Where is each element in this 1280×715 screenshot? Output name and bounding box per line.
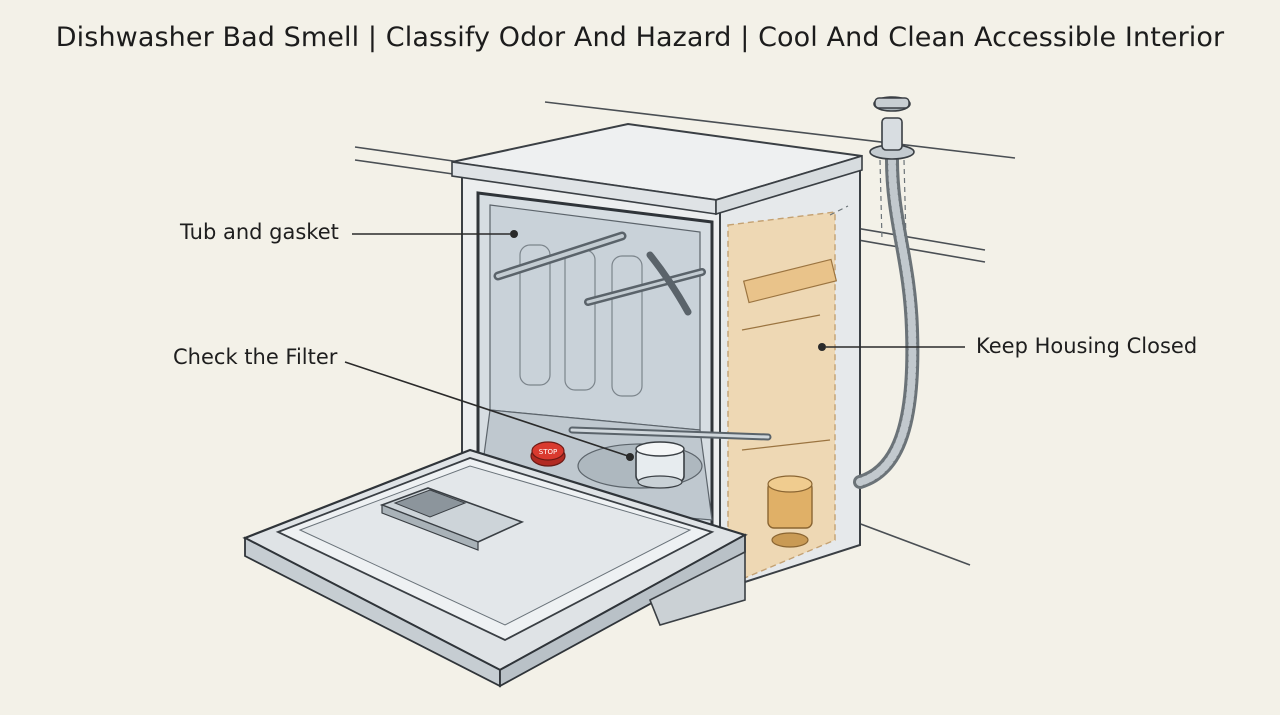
- callout-check-filter: Check the Filter: [173, 345, 338, 369]
- stop-button: STOP: [530, 441, 566, 467]
- housing-highlight: [727, 211, 838, 587]
- callout-leaders: [344, 230, 965, 461]
- page-title: Dishwasher Bad Smell | Classify Odor And…: [55, 22, 1225, 53]
- stop-button-text: STOP: [539, 448, 557, 456]
- open-door: [242, 448, 748, 688]
- callout-tub-and-gasket: Tub and gasket: [180, 220, 339, 244]
- water-supply-hose: [829, 153, 920, 489]
- callout-keep-housing-closed: Keep Housing Closed: [976, 334, 1198, 358]
- shutoff-valve-icon: [869, 96, 915, 160]
